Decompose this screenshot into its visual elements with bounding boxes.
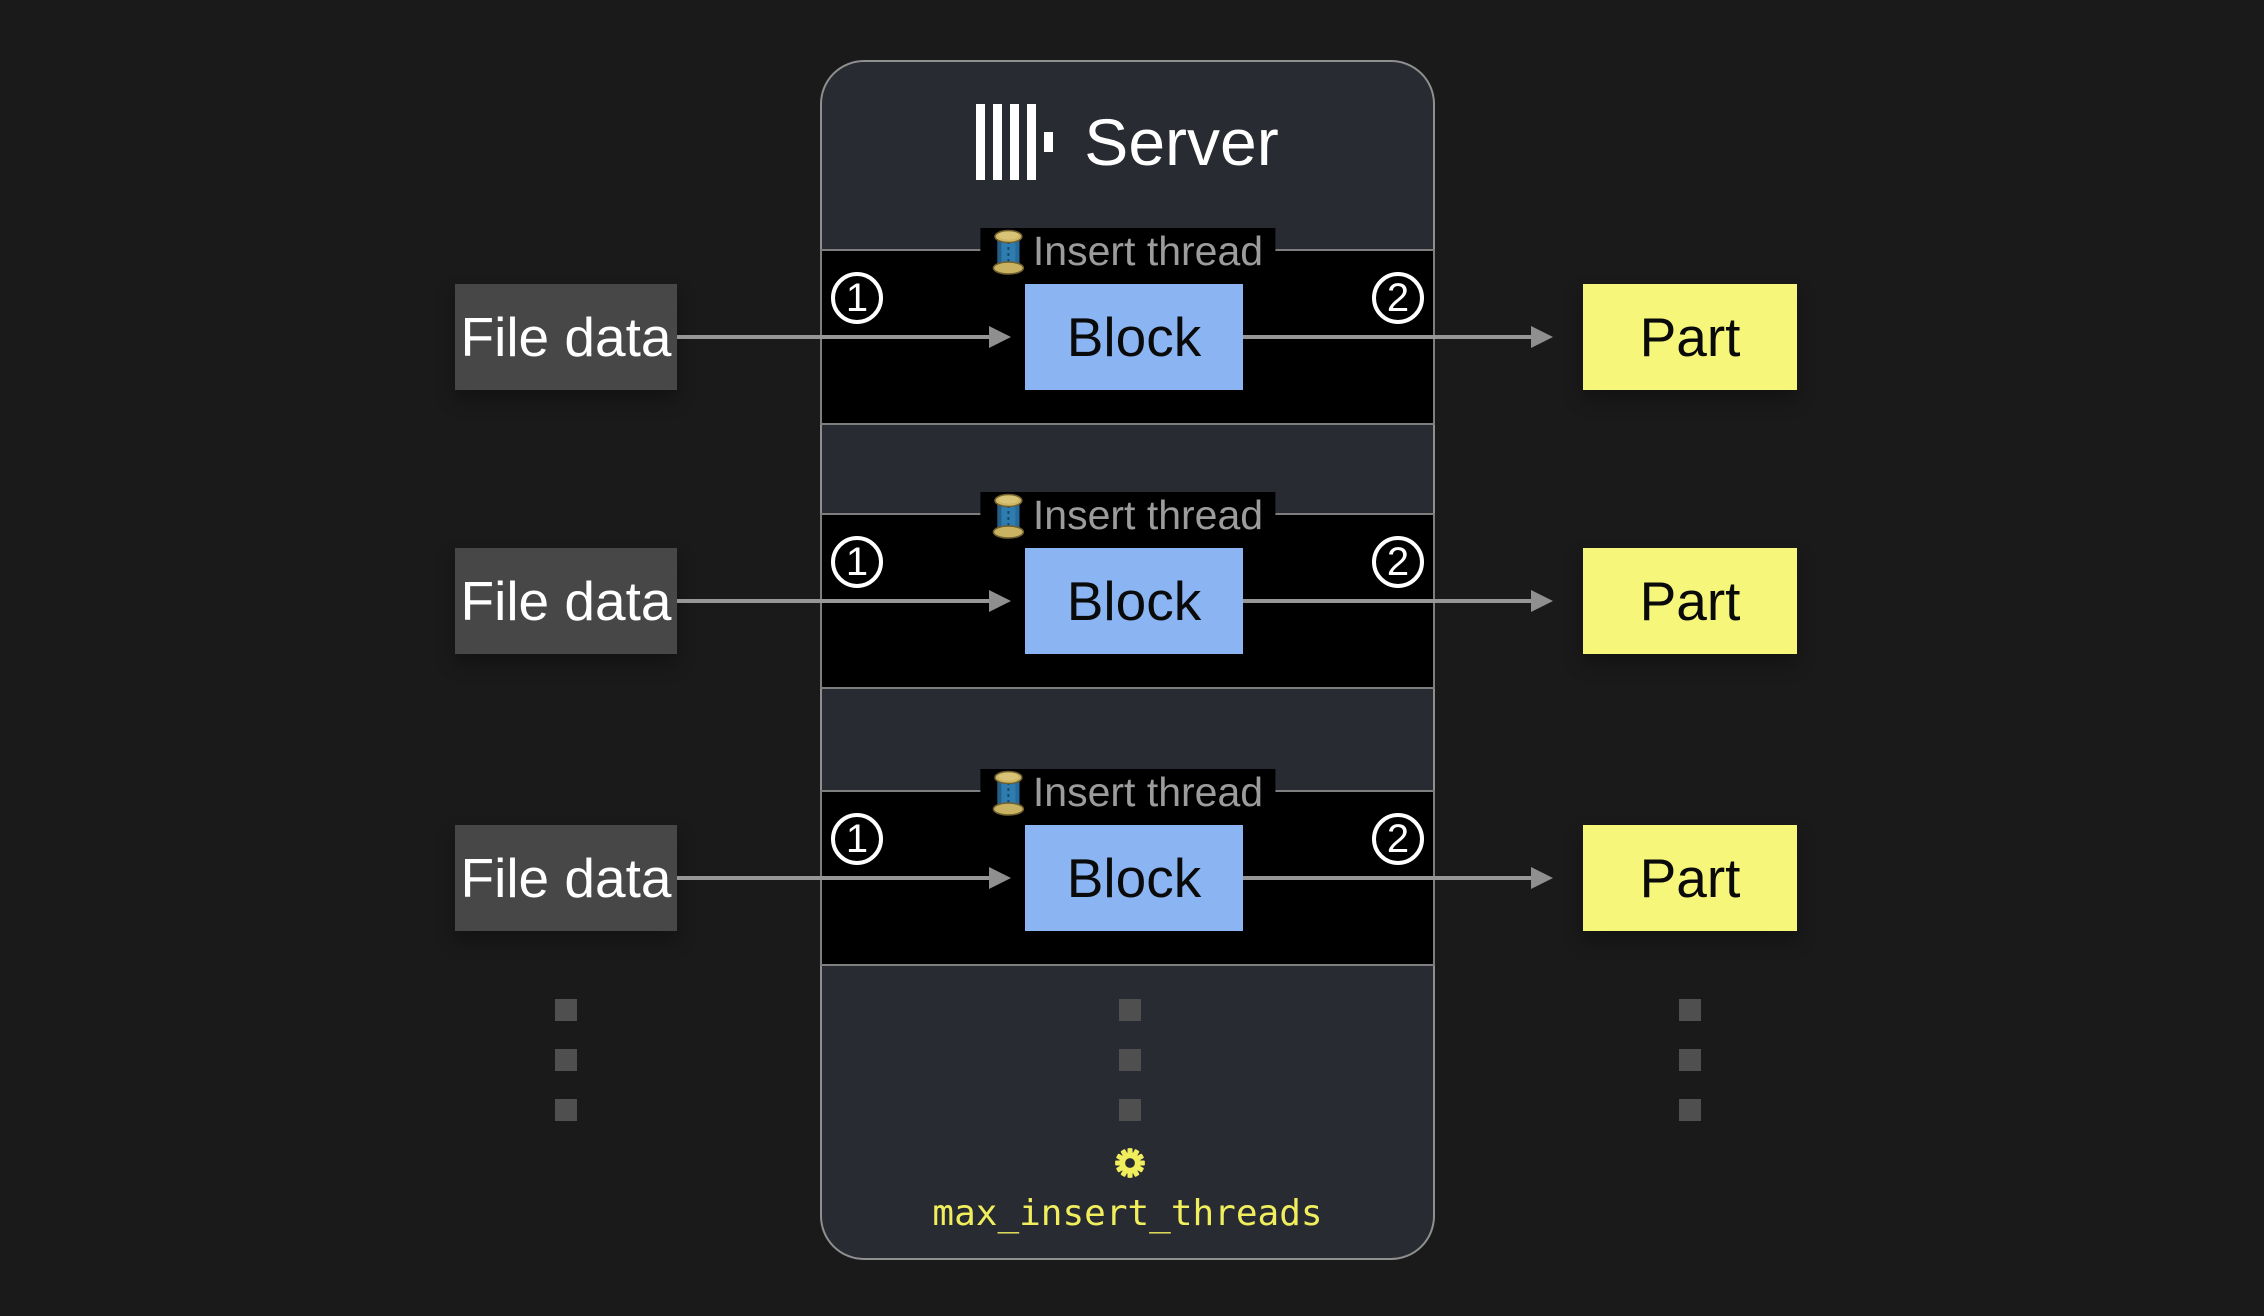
server-title: Server [1084,105,1279,179]
file-data-box: File data [455,284,677,390]
max-insert-threads-setting: max_insert_threads [932,1193,1323,1234]
more-file-data-ellipsis [555,999,577,1121]
more-parts-ellipsis [1679,999,1701,1121]
clickhouse-logo-icon [976,104,1054,180]
file-data-box: File data [455,825,677,931]
file-data-box: File data [455,548,677,654]
insert-thread-label: Insert thread [1032,492,1264,538]
thread-spool-icon [992,770,1024,816]
arrow-head-icon [989,867,1011,889]
step-number: 1 [845,276,869,320]
more-threads-ellipsis [1119,999,1141,1121]
step-2-badge: 2 [1372,813,1424,865]
step-number: 1 [845,817,869,861]
arrow-line [677,599,989,603]
arrow-head-icon [989,326,1011,348]
step-1-badge: 1 [831,536,883,588]
step-number: 1 [845,540,869,584]
insert-thread-legend: Insert thread [979,492,1276,539]
insert-thread-legend: Insert thread [979,228,1276,275]
block-box: Block [1025,284,1243,390]
gear-icon [1115,1148,1145,1178]
arrow-line [1243,335,1531,339]
arrow-line [677,876,989,880]
arrow-line [1243,599,1531,603]
insert-thread-legend: Insert thread [979,769,1276,816]
arrow-head-icon [989,590,1011,612]
arrow-line [677,335,989,339]
arrow-line [1243,876,1531,880]
part-box: Part [1583,284,1797,390]
part-box: Part [1583,825,1797,931]
server-panel: Server Insert thread 1 Block 2 [820,60,1435,1260]
insert-thread-label: Insert thread [1032,228,1264,274]
server-header: Server [822,102,1433,182]
step-number: 2 [1386,540,1410,584]
arrow-head-icon [1531,867,1553,889]
step-2-badge: 2 [1372,272,1424,324]
arrow-head-icon [1531,590,1553,612]
thread-spool-icon [992,229,1024,275]
insert-thread-label: Insert thread [1032,769,1264,815]
arrow-head-icon [1531,326,1553,348]
block-box: Block [1025,548,1243,654]
step-number: 2 [1386,817,1410,861]
step-1-badge: 1 [831,813,883,865]
part-box: Part [1583,548,1797,654]
block-box: Block [1025,825,1243,931]
step-number: 2 [1386,276,1410,320]
thread-spool-icon [992,493,1024,539]
step-2-badge: 2 [1372,536,1424,588]
step-1-badge: 1 [831,272,883,324]
